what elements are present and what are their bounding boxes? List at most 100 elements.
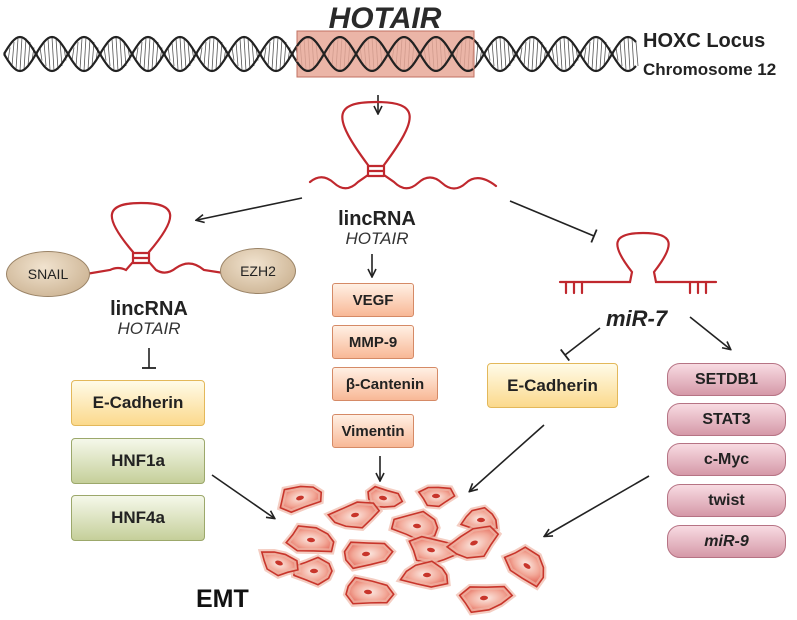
emt-cell xyxy=(405,533,461,567)
dna-base-pair xyxy=(235,41,239,67)
dna-base-pair xyxy=(531,36,535,72)
emt-cell-membrane xyxy=(367,485,404,508)
emt-cell xyxy=(414,484,459,510)
mir-target-label: miR-9 xyxy=(704,532,749,550)
dna-base-pair xyxy=(271,38,275,70)
emt-cell xyxy=(442,523,503,562)
emt-cell-nucleus xyxy=(307,537,315,543)
dna-base-pair xyxy=(499,36,503,72)
rna-hairpin-center xyxy=(308,100,498,190)
dna-base-pair xyxy=(583,47,587,61)
dna-base-pair xyxy=(203,41,207,67)
dna-base-pair xyxy=(71,47,75,61)
mir-target-mir9: miR-9 xyxy=(667,525,786,558)
mir-target-label: SETDB1 xyxy=(694,370,759,388)
dna-base-pair xyxy=(231,47,235,61)
dna-base-pair xyxy=(275,36,279,72)
dna-base-pair xyxy=(615,47,619,61)
dna-base-pair xyxy=(243,36,247,72)
emt-cell-nucleus xyxy=(413,523,421,529)
arrow-left-to-emt xyxy=(211,474,274,518)
dna-base-pair xyxy=(487,47,491,61)
emt-cell-nucleus xyxy=(296,495,304,501)
dna-base-pair xyxy=(179,36,183,72)
emt-cell xyxy=(276,483,325,516)
mir-inhibited-label: E-Cadherin xyxy=(507,375,598,395)
arrow-mir-targets-to-emt xyxy=(545,475,650,536)
dna-base-pair xyxy=(567,38,571,70)
emt-cell xyxy=(281,522,337,555)
dna-base-pair xyxy=(23,38,27,70)
snail-protein: SNAIL xyxy=(6,251,90,297)
dna-strand-overlay xyxy=(296,36,474,72)
mir-target-setdb1: SETDB1 xyxy=(667,363,786,396)
dna-base-pair xyxy=(559,38,563,70)
dna-base-pair xyxy=(555,41,559,67)
left-target-label: E-Cadherin xyxy=(92,393,184,412)
dna-base-pair xyxy=(39,47,43,61)
arrow-to-mir-targets xyxy=(689,316,730,349)
emt-cell-nucleus xyxy=(275,560,283,566)
emt-cell-nucleus xyxy=(523,563,531,569)
dna-base-pair xyxy=(523,41,527,67)
dna-base-pair xyxy=(591,38,595,70)
dna-base-pair xyxy=(55,38,59,70)
emt-cell-membrane xyxy=(503,546,545,588)
mir7-label: miR-7 xyxy=(606,306,668,331)
dna-base-pair xyxy=(103,47,107,61)
emt-cell-nucleus xyxy=(364,589,372,595)
emt-cell-membrane xyxy=(326,501,381,529)
mir-inhibited-ecadherin: E-Cadherin xyxy=(487,363,618,408)
dna-base-pair xyxy=(7,47,11,61)
dna-base-pair xyxy=(599,38,603,70)
left-lincrna-label: lincRNA xyxy=(110,298,188,320)
dna-base-pair xyxy=(107,41,111,67)
dna-base-pair xyxy=(115,36,119,72)
dna-base-pair xyxy=(119,38,123,70)
mir-target-cmyc: c-Myc xyxy=(667,443,786,476)
mir-target-label: c-Myc xyxy=(703,450,750,468)
dna-base-pair xyxy=(75,41,79,67)
dna-base-pair xyxy=(495,38,499,70)
dna-base-pair xyxy=(83,36,87,72)
center-target-vimentin: Vimentin xyxy=(332,414,414,448)
dna-base-pair xyxy=(267,41,271,67)
dna-base-pair xyxy=(51,36,55,72)
dna-strand-b-front xyxy=(296,36,474,72)
emt-cell-membrane xyxy=(260,551,299,577)
emt-cell xyxy=(341,539,397,572)
mir-target-label: twist xyxy=(708,491,745,509)
left-target-ecadherin: E-Cadherin xyxy=(71,380,205,426)
dna-base-pair xyxy=(47,38,51,70)
emt-cell-nucleus xyxy=(470,540,478,546)
dna-base-pair xyxy=(587,41,591,67)
emt-cell-nucleus xyxy=(310,568,318,574)
dna-base-pair xyxy=(563,36,567,72)
dna-base-pair xyxy=(595,36,599,72)
emt-cell-nucleus xyxy=(379,495,387,501)
inhibit-mir7 xyxy=(509,200,598,243)
dna-base-pair xyxy=(211,36,215,72)
dna-double-helix xyxy=(3,35,639,73)
dna-base-pair xyxy=(171,41,175,67)
dna-base-pair xyxy=(503,38,507,70)
dna-base-pair xyxy=(623,38,627,70)
emt-cell-nucleus xyxy=(427,547,435,553)
emt-cell-membrane xyxy=(343,541,394,570)
center-lincrna-label: lincRNA xyxy=(338,208,416,230)
left-target-label: HNF1a xyxy=(111,451,165,470)
dna-base-pair xyxy=(43,41,47,67)
dna-base-pair xyxy=(167,47,171,61)
dna-base-pair xyxy=(239,38,243,70)
dna-base-pair xyxy=(199,47,203,61)
emt-cell-membrane xyxy=(345,576,395,605)
arrow-ecadherin-to-emt xyxy=(470,424,545,491)
hotair-gene-region xyxy=(296,30,475,78)
dna-base-pair xyxy=(551,47,555,61)
dna-base-pair xyxy=(247,38,251,70)
left-target-hnf4a: HNF4a xyxy=(71,495,205,541)
emt-cell xyxy=(323,499,384,531)
emt-cell xyxy=(257,549,302,579)
left-target-label: HNF4a xyxy=(111,508,165,527)
